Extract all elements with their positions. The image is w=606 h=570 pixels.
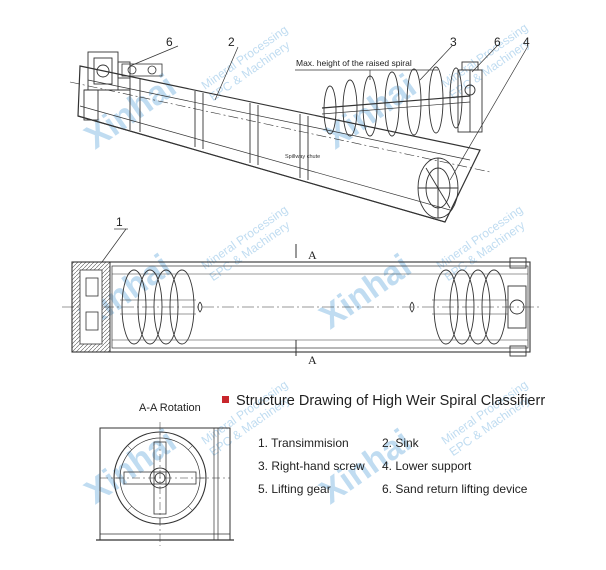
legend-item: 3. Right-hand screw (258, 459, 365, 473)
title-text: Structure Drawing of High Weir Spiral Cl… (236, 393, 546, 409)
side-leaders (129, 44, 529, 181)
transmission-plan (71, 261, 111, 353)
legend-item: 1. Transimmision (258, 436, 349, 450)
watermark-brand: Xinhai (313, 247, 418, 337)
aa-rotation-label: A-A Rotation (139, 402, 201, 414)
callout-3: 3 (450, 35, 457, 49)
lifting-device-left (121, 63, 163, 77)
title-bullet (222, 396, 229, 403)
callout-2: 2 (228, 35, 235, 49)
raised-spiral (321, 66, 471, 137)
section-label-top: A (308, 248, 317, 262)
callout-6-left: 6 (166, 35, 173, 49)
parts-legend: 1. Transimmision 2. Sink 3. Right-hand s… (258, 436, 552, 496)
spillway-label: Spillway chute (285, 154, 320, 160)
callout-4: 4 (523, 35, 530, 49)
side-view: Spillway chute 6 2 3 6 4 Max. height of … (69, 35, 530, 223)
legend-item: 6. Sand return lifting device (382, 482, 528, 496)
callout-1: 1 (116, 215, 123, 229)
plan-spiral-right (432, 269, 508, 345)
callout-1-leader (101, 228, 127, 263)
watermark-brand: Xinhai (78, 422, 183, 512)
legend-item: 4. Lower support (382, 459, 472, 473)
drawing-title: Structure Drawing of High Weir Spiral Cl… (222, 393, 545, 409)
plan-right-bearing (507, 257, 527, 357)
transmission-side (83, 51, 131, 121)
trough-ribs (129, 77, 309, 180)
aa-rotation-view (96, 422, 234, 546)
plan-view: A A 1 (62, 215, 540, 367)
section-label-bottom: A (308, 353, 317, 367)
legend-item: 5. Lifting gear (258, 482, 331, 496)
plan-spiral-left (120, 269, 196, 345)
callout-6-right: 6 (494, 35, 501, 49)
legend-item: 2. Sink (382, 436, 419, 450)
lower-support (417, 157, 459, 219)
max-height-label: Max. height of the raised spiral (296, 58, 412, 68)
